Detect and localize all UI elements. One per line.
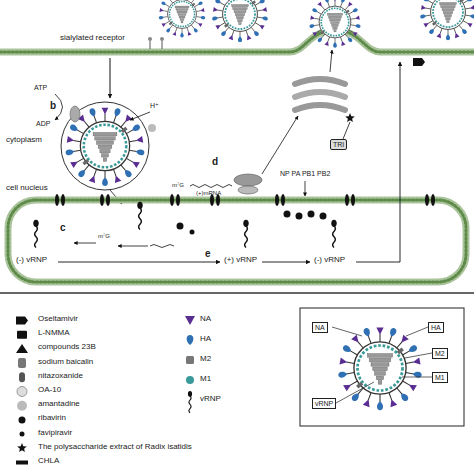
vrnp-label: (+) vRNP	[224, 256, 257, 265]
compartment-label: cell nucleus	[6, 184, 48, 193]
step-letter: d	[212, 156, 218, 167]
ion-label: H⁺	[150, 102, 159, 110]
legend-text: ribavirin	[38, 414, 66, 423]
legend-text: The polysaccharide extract of Radix isat…	[38, 443, 192, 452]
mrna-label: (+)mRNA	[196, 190, 221, 197]
legend-text: sodium baicalin	[38, 358, 93, 367]
protein-label: NP PA PB1 PB2	[280, 170, 330, 178]
step-letter: e	[205, 248, 211, 259]
box-text: NA	[315, 324, 325, 331]
legend-text: NA	[200, 315, 211, 324]
legend-text: M2	[200, 355, 211, 364]
legend-text: vRNP	[200, 395, 221, 404]
molecule-label: ADP	[36, 120, 50, 128]
legend-text: Oseltamivir	[38, 315, 78, 324]
box-text: HA	[431, 324, 441, 331]
callout-box: HA	[428, 322, 444, 333]
callout-box: NA	[312, 322, 328, 333]
legend-text: amantadine	[38, 400, 80, 409]
legend-text: OA-10	[38, 386, 61, 395]
box-text: TRI	[333, 141, 344, 148]
callout-box: M2	[432, 348, 448, 359]
protein-box: TRI	[330, 139, 347, 150]
box-text: M2	[435, 350, 445, 357]
step-letter: b	[50, 100, 56, 111]
legend-text: HA	[200, 335, 211, 344]
molecule-label: ATP	[34, 84, 47, 92]
structure-label: sialylated receptor	[60, 34, 125, 43]
box-text: vRNP	[315, 400, 333, 407]
callout-box: vRNP	[312, 398, 336, 409]
legend-text: favipiravir	[38, 429, 72, 438]
cap-label: m⁷G	[98, 233, 110, 240]
legend-text: M1	[200, 375, 211, 384]
legend-text: compounds 23B	[38, 343, 96, 352]
callout-box: M1	[432, 372, 448, 383]
cap-label: m⁷G	[172, 182, 184, 189]
legend-text: nitazoxanide	[38, 372, 83, 381]
compartment-label: cytoplasm	[6, 136, 42, 145]
box-text: M1	[435, 374, 445, 381]
legend-text: L-NMMA	[38, 329, 70, 338]
legend-text: CHLA	[38, 457, 59, 466]
step-letter: c	[60, 222, 66, 233]
vrnp-label: (-) vRNP	[16, 256, 47, 265]
vrnp-label: (-) vRNP	[314, 256, 345, 265]
